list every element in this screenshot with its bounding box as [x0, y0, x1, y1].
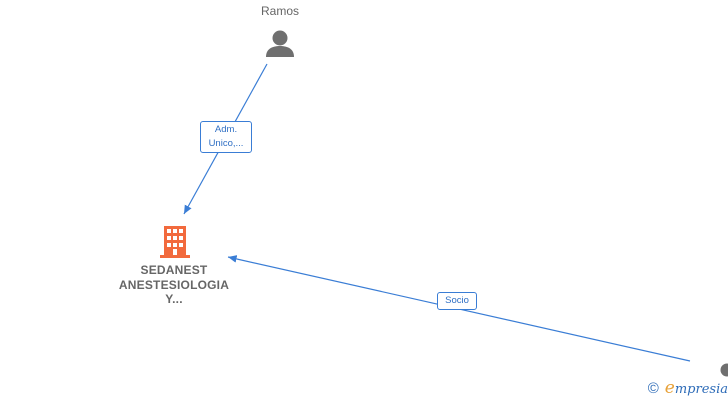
- brand-watermark: © empresia: [648, 377, 728, 399]
- brand-logo-e: e: [664, 378, 675, 398]
- edge-admin-label-line-2: Unico,...: [208, 138, 244, 149]
- person-right-icon[interactable]: [720, 363, 728, 377]
- company-name-line-3: Y...: [165, 292, 183, 306]
- company-name-line-2: ANESTESIOLOGIA: [118, 277, 230, 292]
- edge-admin-label-line-1: Adm.: [214, 124, 238, 135]
- brand-logo: empresia: [665, 378, 728, 398]
- copyright-icon: ©: [647, 379, 659, 397]
- person-top-icon[interactable]: [266, 30, 294, 58]
- person-top-label: Ramos: [260, 4, 299, 18]
- building-icon[interactable]: [160, 226, 190, 258]
- edge-socio-label[interactable]: Socio: [437, 292, 477, 310]
- company-name-label[interactable]: SEDANEST ANESTESIOLOGIA Y...: [108, 263, 240, 307]
- brand-logo-word: mpresia: [674, 382, 728, 397]
- edge-admin-label[interactable]: Adm. Unico,...: [200, 121, 252, 153]
- company-name-line-1: SEDANEST: [140, 263, 208, 277]
